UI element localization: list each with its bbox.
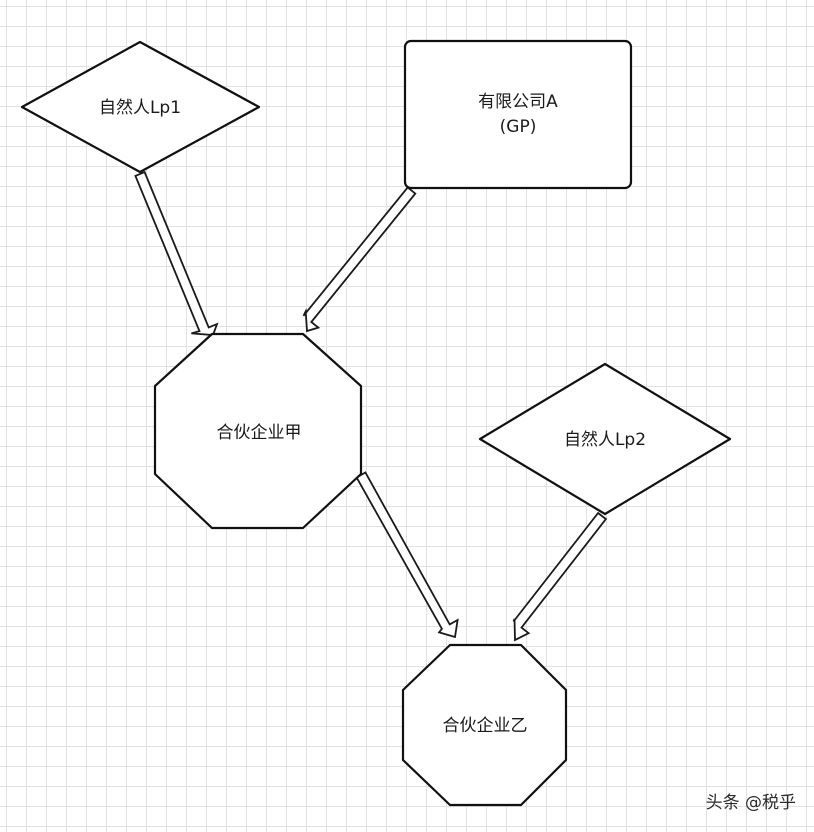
arrow-jia-to-yi xyxy=(355,471,459,639)
node-label: 自然人Lp1 xyxy=(99,98,181,118)
octagon-shape xyxy=(401,643,568,807)
node-label: 合伙企业乙 xyxy=(443,716,528,736)
node-limited-company-a: 有限公司A (GP) xyxy=(403,39,633,190)
node-label: 自然人Lp2 xyxy=(564,430,646,450)
node-label: 合伙企业甲 xyxy=(217,423,302,443)
node-natural-person-lp2: 自然人Lp2 xyxy=(478,362,732,516)
node-partnership-yi: 合伙企业乙 xyxy=(401,643,568,807)
octagon-shape xyxy=(153,332,363,530)
node-partnership-jia: 合伙企业甲 xyxy=(153,332,363,530)
diamond-shape xyxy=(478,362,732,516)
node-natural-person-lp1: 自然人Lp1 xyxy=(20,40,261,174)
arrow-companya-to-jia xyxy=(302,186,417,333)
node-label-line1: 有限公司A xyxy=(478,92,558,112)
arrow-lp2-to-yi xyxy=(512,511,608,642)
node-label-line2: (GP) xyxy=(500,117,537,137)
arrow-lp1-to-jia xyxy=(134,170,219,336)
watermark-text: 头条 @税乎 xyxy=(706,793,796,813)
rectangle-shape xyxy=(403,39,633,190)
diamond-shape xyxy=(20,40,261,174)
